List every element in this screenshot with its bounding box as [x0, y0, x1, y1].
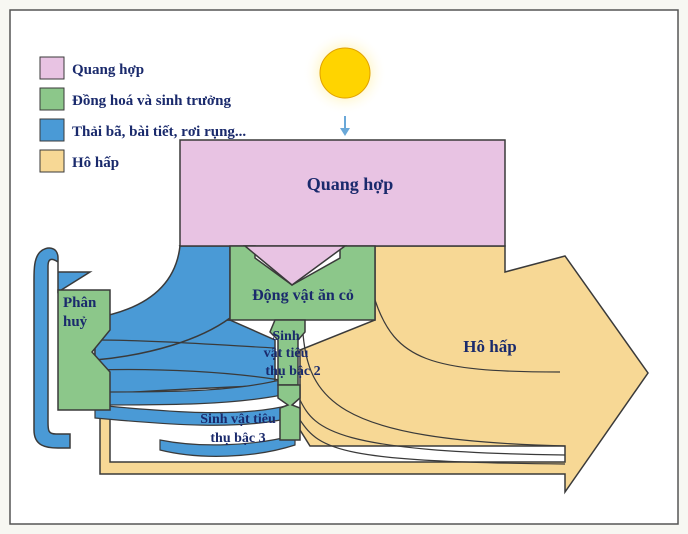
recycle-loop: [33, 247, 93, 449]
decomposer-label: huỷ: [63, 314, 88, 330]
photosynthesis-label: Quang hợp: [307, 174, 394, 194]
funnel-arrow: [242, 245, 348, 286]
consumer2-label: thụ bậc 2: [265, 364, 320, 379]
decomposer-label: Phân: [63, 295, 97, 311]
respiration-flow-line: [374, 299, 561, 373]
legend-swatch-assimilation: [39, 87, 65, 111]
herbivore-label: Động vật ăn cỏ: [252, 287, 354, 304]
legend-label-excretion: Thải bã, bài tiết, rơi rụng...: [72, 124, 246, 140]
consumer3-column: [277, 384, 301, 441]
excretion-flow-lower: [159, 434, 296, 457]
legend-swatch-excretion: [39, 118, 65, 142]
excretion-flow-line: [94, 368, 281, 381]
legend-swatch-respiration: [39, 149, 65, 173]
decomposer-box: [57, 289, 111, 411]
sunlight-arrow-head: [340, 128, 350, 136]
legend-label-respiration: Hô hấp: [72, 155, 119, 171]
legend-label-photosynthesis: Quang hợp: [72, 62, 144, 78]
consumer3-label: Sinh vật tiêu: [200, 412, 276, 427]
sun-icon: [319, 47, 371, 99]
consumer2-label: vật tiêu: [264, 346, 309, 361]
respiration-flow-line: [301, 317, 566, 447]
legend: Quang hợp Đồng hoá và sinh trưởng Thải b…: [39, 56, 246, 173]
legend-label-assimilation: Đồng hoá và sinh trưởng: [72, 93, 232, 109]
consumer2-label: Sinh: [272, 329, 299, 344]
consumer3-label: thụ bậc 3: [210, 431, 265, 446]
respiration-flow-line: [299, 399, 566, 456]
respiration-label: Hô hấp: [463, 337, 516, 356]
legend-swatch-photosynthesis: [39, 56, 65, 80]
respiration-flow-line: [299, 419, 566, 465]
excretion-flow-line: [94, 339, 276, 349]
